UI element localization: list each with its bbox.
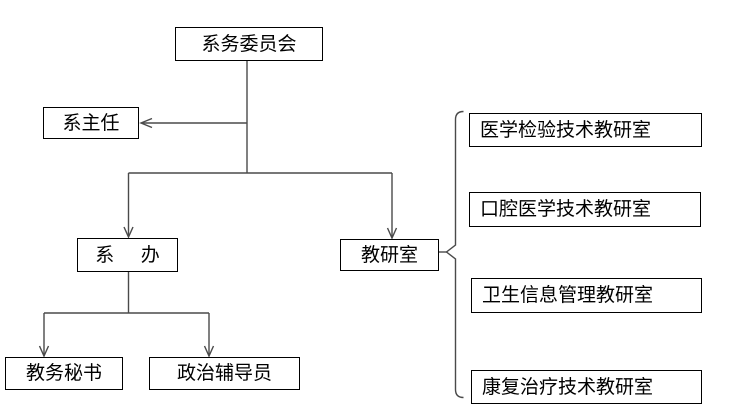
- arrowhead-teaching: [386, 227, 398, 240]
- node-academic-secretary: 教务秘书: [5, 357, 123, 390]
- arrowhead-office: [123, 226, 134, 239]
- node-sub-office-rehab-therapy: 康复治疗技术教研室: [471, 370, 702, 404]
- node-teaching-research: 教研室: [340, 239, 439, 271]
- node-sub-office-dental-tech: 口腔医学技术教研室: [469, 192, 701, 227]
- node-director: 系主任: [43, 107, 139, 139]
- brace-sub-offices: [445, 110, 464, 399]
- arrowhead-counselor: [203, 345, 215, 358]
- node-sub-office-health-info: 卫生信息管理教研室: [471, 278, 702, 313]
- node-political-counselor: 政治辅导员: [149, 357, 300, 390]
- node-sub-office-medical-lab: 医学检验技术教研室: [469, 113, 702, 147]
- node-committee: 系务委员会: [175, 27, 323, 61]
- arrowhead-director: [139, 117, 153, 129]
- node-office: 系 办: [77, 238, 178, 272]
- arrowhead-secretary: [38, 345, 50, 358]
